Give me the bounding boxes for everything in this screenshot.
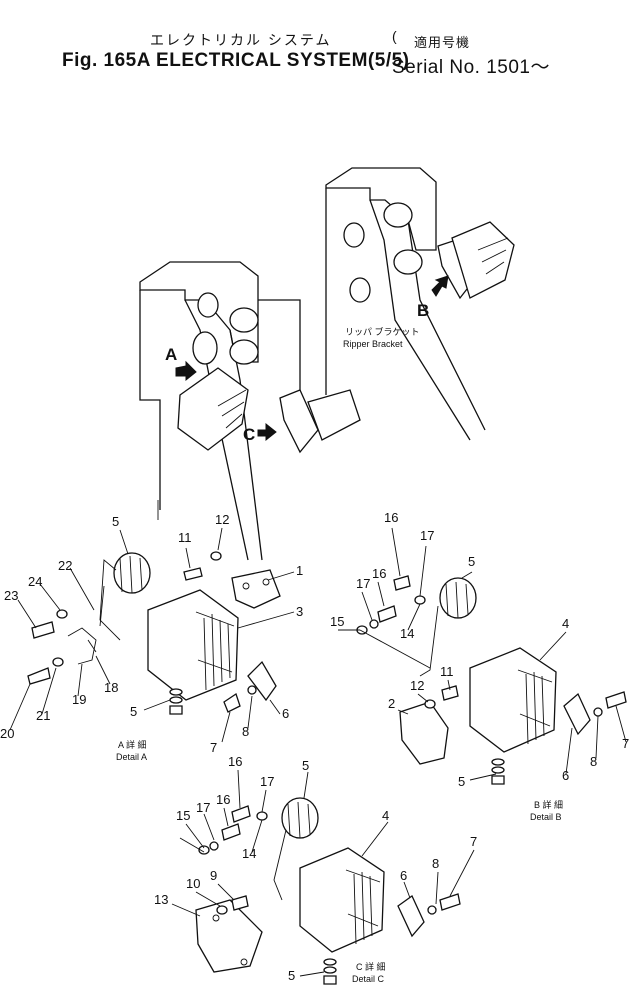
serial-paren: ( [392,28,397,44]
leader-lines [9,527,627,977]
part-numbers-b: 16 17 5 17 16 15 14 4 11 12 2 5 6 8 7 B … [330,510,629,822]
svg-text:Detail B: Detail B [530,812,562,822]
part-numbers-c: 16 17 5 15 17 16 14 4 9 10 13 6 8 7 5 C … [154,754,477,984]
svg-text:22: 22 [58,558,72,573]
svg-text:6: 6 [562,768,569,783]
lamp-a [177,367,249,451]
svg-text:13: 13 [154,892,168,907]
serial-en: Serial No. 1501～ [392,57,550,78]
svg-text:6: 6 [282,706,289,721]
svg-text:5: 5 [458,774,465,789]
svg-text:5: 5 [130,704,137,719]
svg-text:24: 24 [28,574,42,589]
right-frame [325,167,486,441]
svg-text:6: 6 [400,868,407,883]
svg-text:2: 2 [388,696,395,711]
svg-text:5: 5 [112,514,119,529]
part-numbers-a: 5 11 12 1 3 22 24 23 20 21 19 18 5 7 8 6… [0,512,303,762]
svg-text:9: 9 [210,868,217,883]
svg-text:C: C [243,425,255,444]
svg-text:16: 16 [216,792,230,807]
svg-text:Detail A: Detail A [116,752,147,762]
svg-text:11: 11 [178,530,192,545]
svg-text:B: B [417,301,429,320]
svg-text:18: 18 [104,680,118,695]
svg-text:Detail C: Detail C [352,974,385,984]
svg-text:8: 8 [590,754,597,769]
svg-text:C 詳 細: C 詳 細 [356,961,386,972]
ripper-label-en: Ripper Bracket [343,339,403,349]
svg-text:14: 14 [242,846,256,861]
svg-text:23: 23 [4,588,18,603]
svg-text:20: 20 [0,726,14,741]
svg-text:A 詳 細: A 詳 細 [118,739,147,750]
svg-text:8: 8 [432,856,439,871]
svg-text:10: 10 [186,876,200,891]
svg-text:17: 17 [260,774,274,789]
svg-text:11: 11 [440,664,454,679]
view-arrow-c: C [243,422,277,444]
svg-text:17: 17 [356,576,370,591]
svg-text:8: 8 [242,724,249,739]
svg-text:16: 16 [372,566,386,581]
svg-text:12: 12 [410,678,424,693]
svg-text:12: 12 [215,512,229,527]
ripper-label-jp: リッパ ブラケット [345,326,420,337]
detail-b-drawing [356,575,627,785]
svg-text:15: 15 [330,614,344,629]
svg-text:4: 4 [382,808,389,823]
svg-text:B 詳 細: B 詳 細 [534,799,563,810]
svg-text:4: 4 [562,616,569,631]
svg-text:7: 7 [210,740,217,755]
serial-jp: 適用号機 [414,35,471,50]
svg-text:16: 16 [384,510,398,525]
svg-text:15: 15 [176,808,190,823]
svg-text:7: 7 [470,834,477,849]
view-arrow-b: B [417,275,449,320]
lamp-c [279,389,361,454]
svg-text:19: 19 [72,692,86,707]
svg-text:7: 7 [622,736,629,751]
svg-text:5: 5 [302,758,309,773]
svg-text:A: A [165,345,177,364]
lamp-b [437,221,515,300]
svg-text:3: 3 [296,604,303,619]
detail-c-drawing [179,797,461,985]
svg-text:5: 5 [288,968,295,983]
svg-text:17: 17 [196,800,210,815]
svg-text:1: 1 [296,563,303,578]
title-en: Fig. 165A ELECTRICAL SYSTEM(5/5) [62,50,410,71]
detail-a-drawing [27,500,281,715]
title-jp: エレクトリカル システム [150,32,332,48]
svg-text:14: 14 [400,626,414,641]
left-frame [139,261,301,561]
svg-text:16: 16 [228,754,242,769]
svg-text:17: 17 [420,528,434,543]
svg-text:21: 21 [36,708,50,723]
svg-text:5: 5 [468,554,475,569]
view-arrow-a: A [165,345,197,382]
